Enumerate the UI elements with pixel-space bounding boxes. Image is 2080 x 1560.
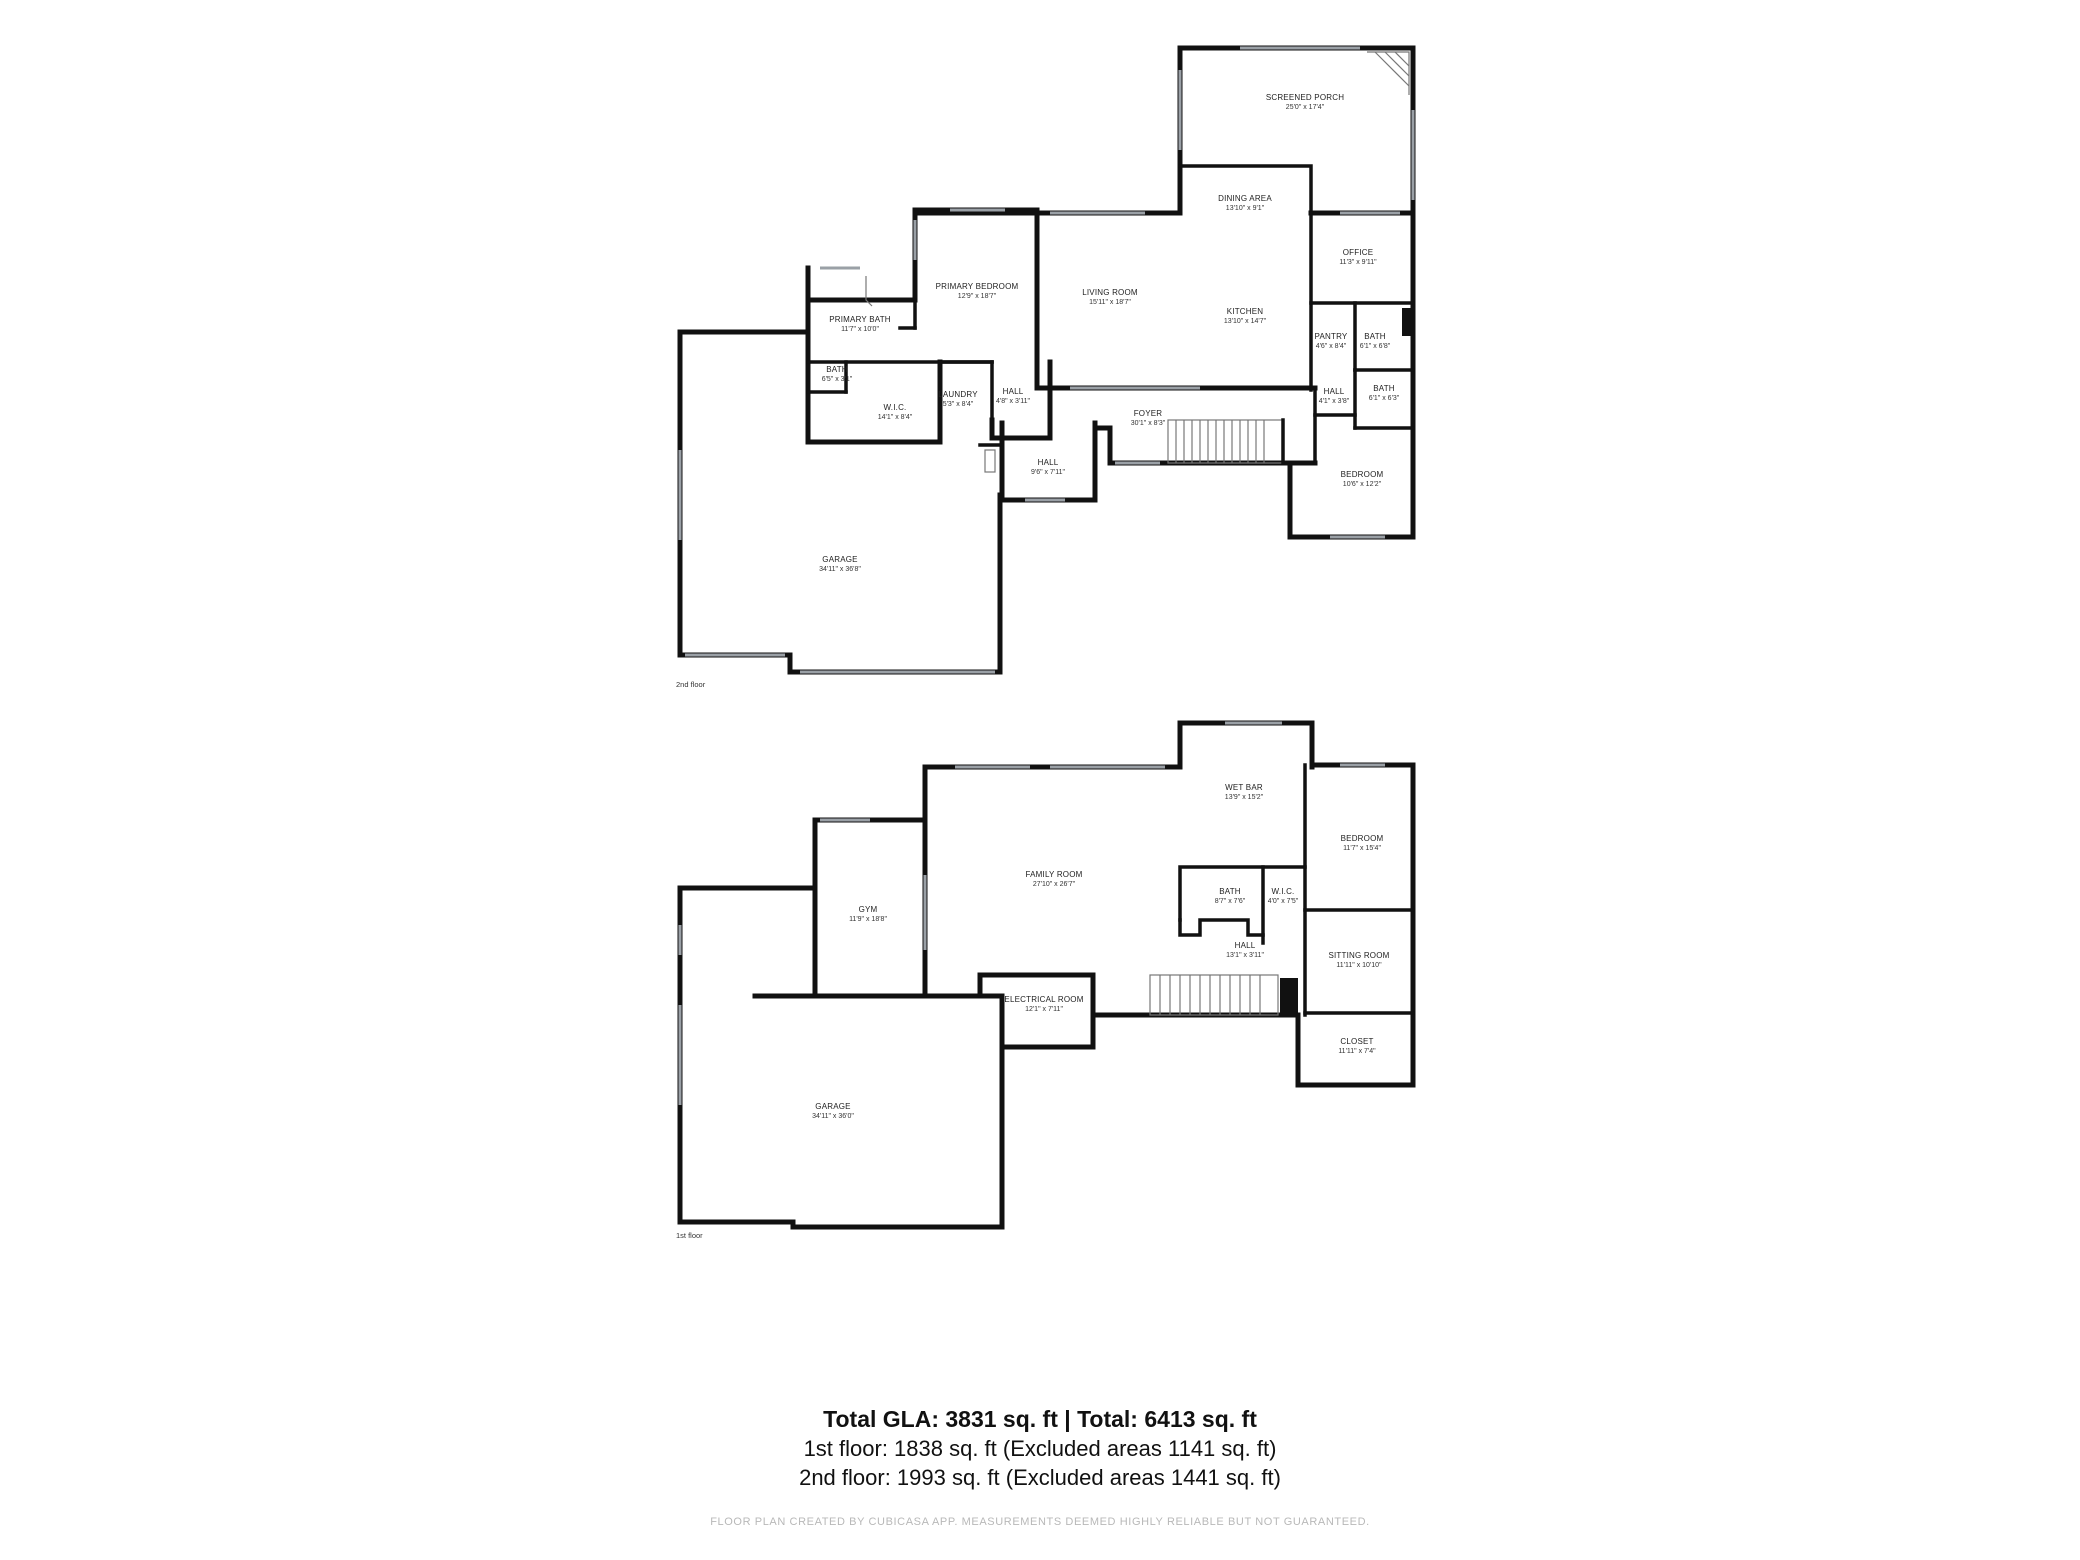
floor-label: 2nd floor xyxy=(676,680,706,689)
total-area: Total GLA: 3831 sq. ft | Total: 6413 sq.… xyxy=(823,1406,1257,1432)
room-dimensions: 4'0" x 7'5" xyxy=(1268,898,1299,905)
primary-bedroom-wall xyxy=(805,207,918,303)
room-name-w-i-c: W.I.C. xyxy=(884,403,907,412)
second-floor-area: 2nd floor: 1993 sq. ft (Excluded areas 1… xyxy=(799,1465,1281,1490)
room-name-electrical-room: ELECTRICAL ROOM xyxy=(1004,995,1083,1004)
room-dimensions: 27'10" x 26'7" xyxy=(1033,881,1076,888)
room-dimensions: 30'1" x 8'3" xyxy=(1131,420,1166,427)
room-dimensions: 9'6" x 7'11" xyxy=(1031,469,1065,476)
stairs xyxy=(1149,974,1279,1016)
room-name-hall: HALL xyxy=(1003,387,1024,396)
wic-wall xyxy=(805,265,943,445)
garage-1st-walls xyxy=(677,885,1005,1230)
room-name-sitting-room: SITTING ROOM xyxy=(1328,951,1389,960)
room-dimensions: 11'3" x 9'11" xyxy=(1339,259,1377,266)
room-dimensions: 13'9" x 15'2" xyxy=(1225,794,1264,801)
fireplace-hatch xyxy=(1367,51,1410,95)
room-dimensions: 13'10" x 14'7" xyxy=(1224,318,1267,325)
room-dimensions: 13'1" x 3'11" xyxy=(1226,952,1264,959)
room-name-bath: BATH xyxy=(1364,332,1386,341)
room-name-laundry: LAUNDRY xyxy=(938,390,978,399)
stair-treads xyxy=(1159,975,1261,1015)
room-dimensions: 34'11" x 36'0" xyxy=(812,1113,854,1120)
room-dimensions: 12'1" x 7'11" xyxy=(1025,1006,1063,1013)
room-dimensions: 11'11" x 10'10" xyxy=(1336,962,1382,969)
room-dimensions: 14'1" x 8'4" xyxy=(878,414,913,421)
stair-treads xyxy=(1175,420,1265,463)
room-name-living-room: LIVING ROOM xyxy=(1082,288,1138,297)
room-name-w-i-c: W.I.C. xyxy=(1272,887,1295,896)
room-dimensions: 6'1" x 6'3" xyxy=(1369,395,1400,402)
room-dimensions: 8'7" x 7'6" xyxy=(1215,898,1246,905)
room-name-bedroom: BEDROOM xyxy=(1341,470,1384,479)
floor-label: 1st floor xyxy=(676,1231,703,1240)
room-dimensions: 11'11" x 7'4" xyxy=(1338,1048,1376,1055)
room-name-family-room: FAMILY ROOM xyxy=(1025,870,1082,879)
room-name-bath: BATH xyxy=(826,365,848,374)
room-name-primary-bath: PRIMARY BATH xyxy=(829,315,891,324)
first-floor-room-labels: WET BAR 13'9" x 15'2" BEDROOM 11'7" x 15'4"… xyxy=(812,783,1389,1120)
screened-porch-walls xyxy=(1177,45,1416,216)
second-floor-plan: SCREENED PORCH 25'0" x 17'4" DINING AREA 13… xyxy=(676,45,1416,689)
room-dimensions: 6'5" x 3'1" xyxy=(822,376,853,383)
room-dimensions: 11'7" x 15'4" xyxy=(1343,845,1381,852)
room-dimensions: 13'10" x 9'1" xyxy=(1226,205,1265,212)
gym-walls xyxy=(812,817,928,996)
room-name-hall: HALL xyxy=(1038,458,1059,467)
room-name-dining-area: DINING AREA xyxy=(1218,194,1272,203)
room-name-screened-porch: SCREENED PORCH xyxy=(1266,93,1344,102)
room-name-bath: BATH xyxy=(1219,887,1241,896)
room-name-wet-bar: WET BAR xyxy=(1225,783,1263,792)
room-name-closet: CLOSET xyxy=(1340,1037,1373,1046)
wet-bar-walls xyxy=(1177,720,1315,770)
room-dimensions: 11'9" x 18'8" xyxy=(849,916,887,923)
porch-inner-wall xyxy=(1178,164,1313,215)
disclaimer-footer: FLOOR PLAN CREATED BY CUBICASA APP. MEAS… xyxy=(710,1516,1370,1528)
room-name-primary-bedroom: PRIMARY BEDROOM xyxy=(936,282,1019,291)
stairs xyxy=(1167,419,1284,464)
room-name-bedroom: BEDROOM xyxy=(1341,834,1384,843)
room-name-kitchen: KITCHEN xyxy=(1227,307,1264,316)
room-dimensions: 4'8" x 3'11" xyxy=(996,398,1030,405)
second-floor-room-labels: SCREENED PORCH 25'0" x 17'4" DINING AREA 13… xyxy=(819,93,1400,573)
room-name-hall: HALL xyxy=(1235,941,1256,950)
room-dimensions: 4'1" x 3'8" xyxy=(1319,398,1350,405)
room-dimensions: 11'7" x 10'0" xyxy=(841,326,879,333)
room-name-gym: GYM xyxy=(859,905,878,914)
first-floor-area: 1st floor: 1838 sq. ft (Excluded areas 1… xyxy=(803,1436,1277,1461)
room-name-hall: HALL xyxy=(1324,387,1345,396)
room-dimensions: 34'11" x 36'8" xyxy=(819,566,861,573)
room-name-bath: BATH xyxy=(1373,384,1395,393)
room-dimensions: 12'9" x 18'7" xyxy=(958,293,997,300)
room-name-foyer: FOYER xyxy=(1134,409,1163,418)
room-dimensions: 10'6" x 12'2" xyxy=(1343,481,1382,488)
room-dimensions: 15'11" x 18'7" xyxy=(1089,299,1131,306)
room-dimensions: 6'1" x 6'8" xyxy=(1360,343,1391,350)
first-floor-plan: WET BAR 13'9" x 15'2" BEDROOM 11'7" x 15'4"… xyxy=(676,720,1416,1240)
room-name-office: OFFICE xyxy=(1343,248,1374,257)
room-name-pantry: PANTRY xyxy=(1315,332,1348,341)
room-name-garage: GARAGE xyxy=(815,1102,850,1111)
garage-2nd-walls xyxy=(677,329,1003,675)
room-name-garage: GARAGE xyxy=(822,555,857,564)
room-dimensions: 4'6" x 8'4" xyxy=(1316,343,1347,350)
area-summary: Total GLA: 3831 sq. ft | Total: 6413 sq.… xyxy=(0,1404,2080,1492)
room-dimensions: 5'3" x 8'4" xyxy=(943,401,974,408)
room-dimensions: 25'0" x 17'4" xyxy=(1286,104,1325,111)
